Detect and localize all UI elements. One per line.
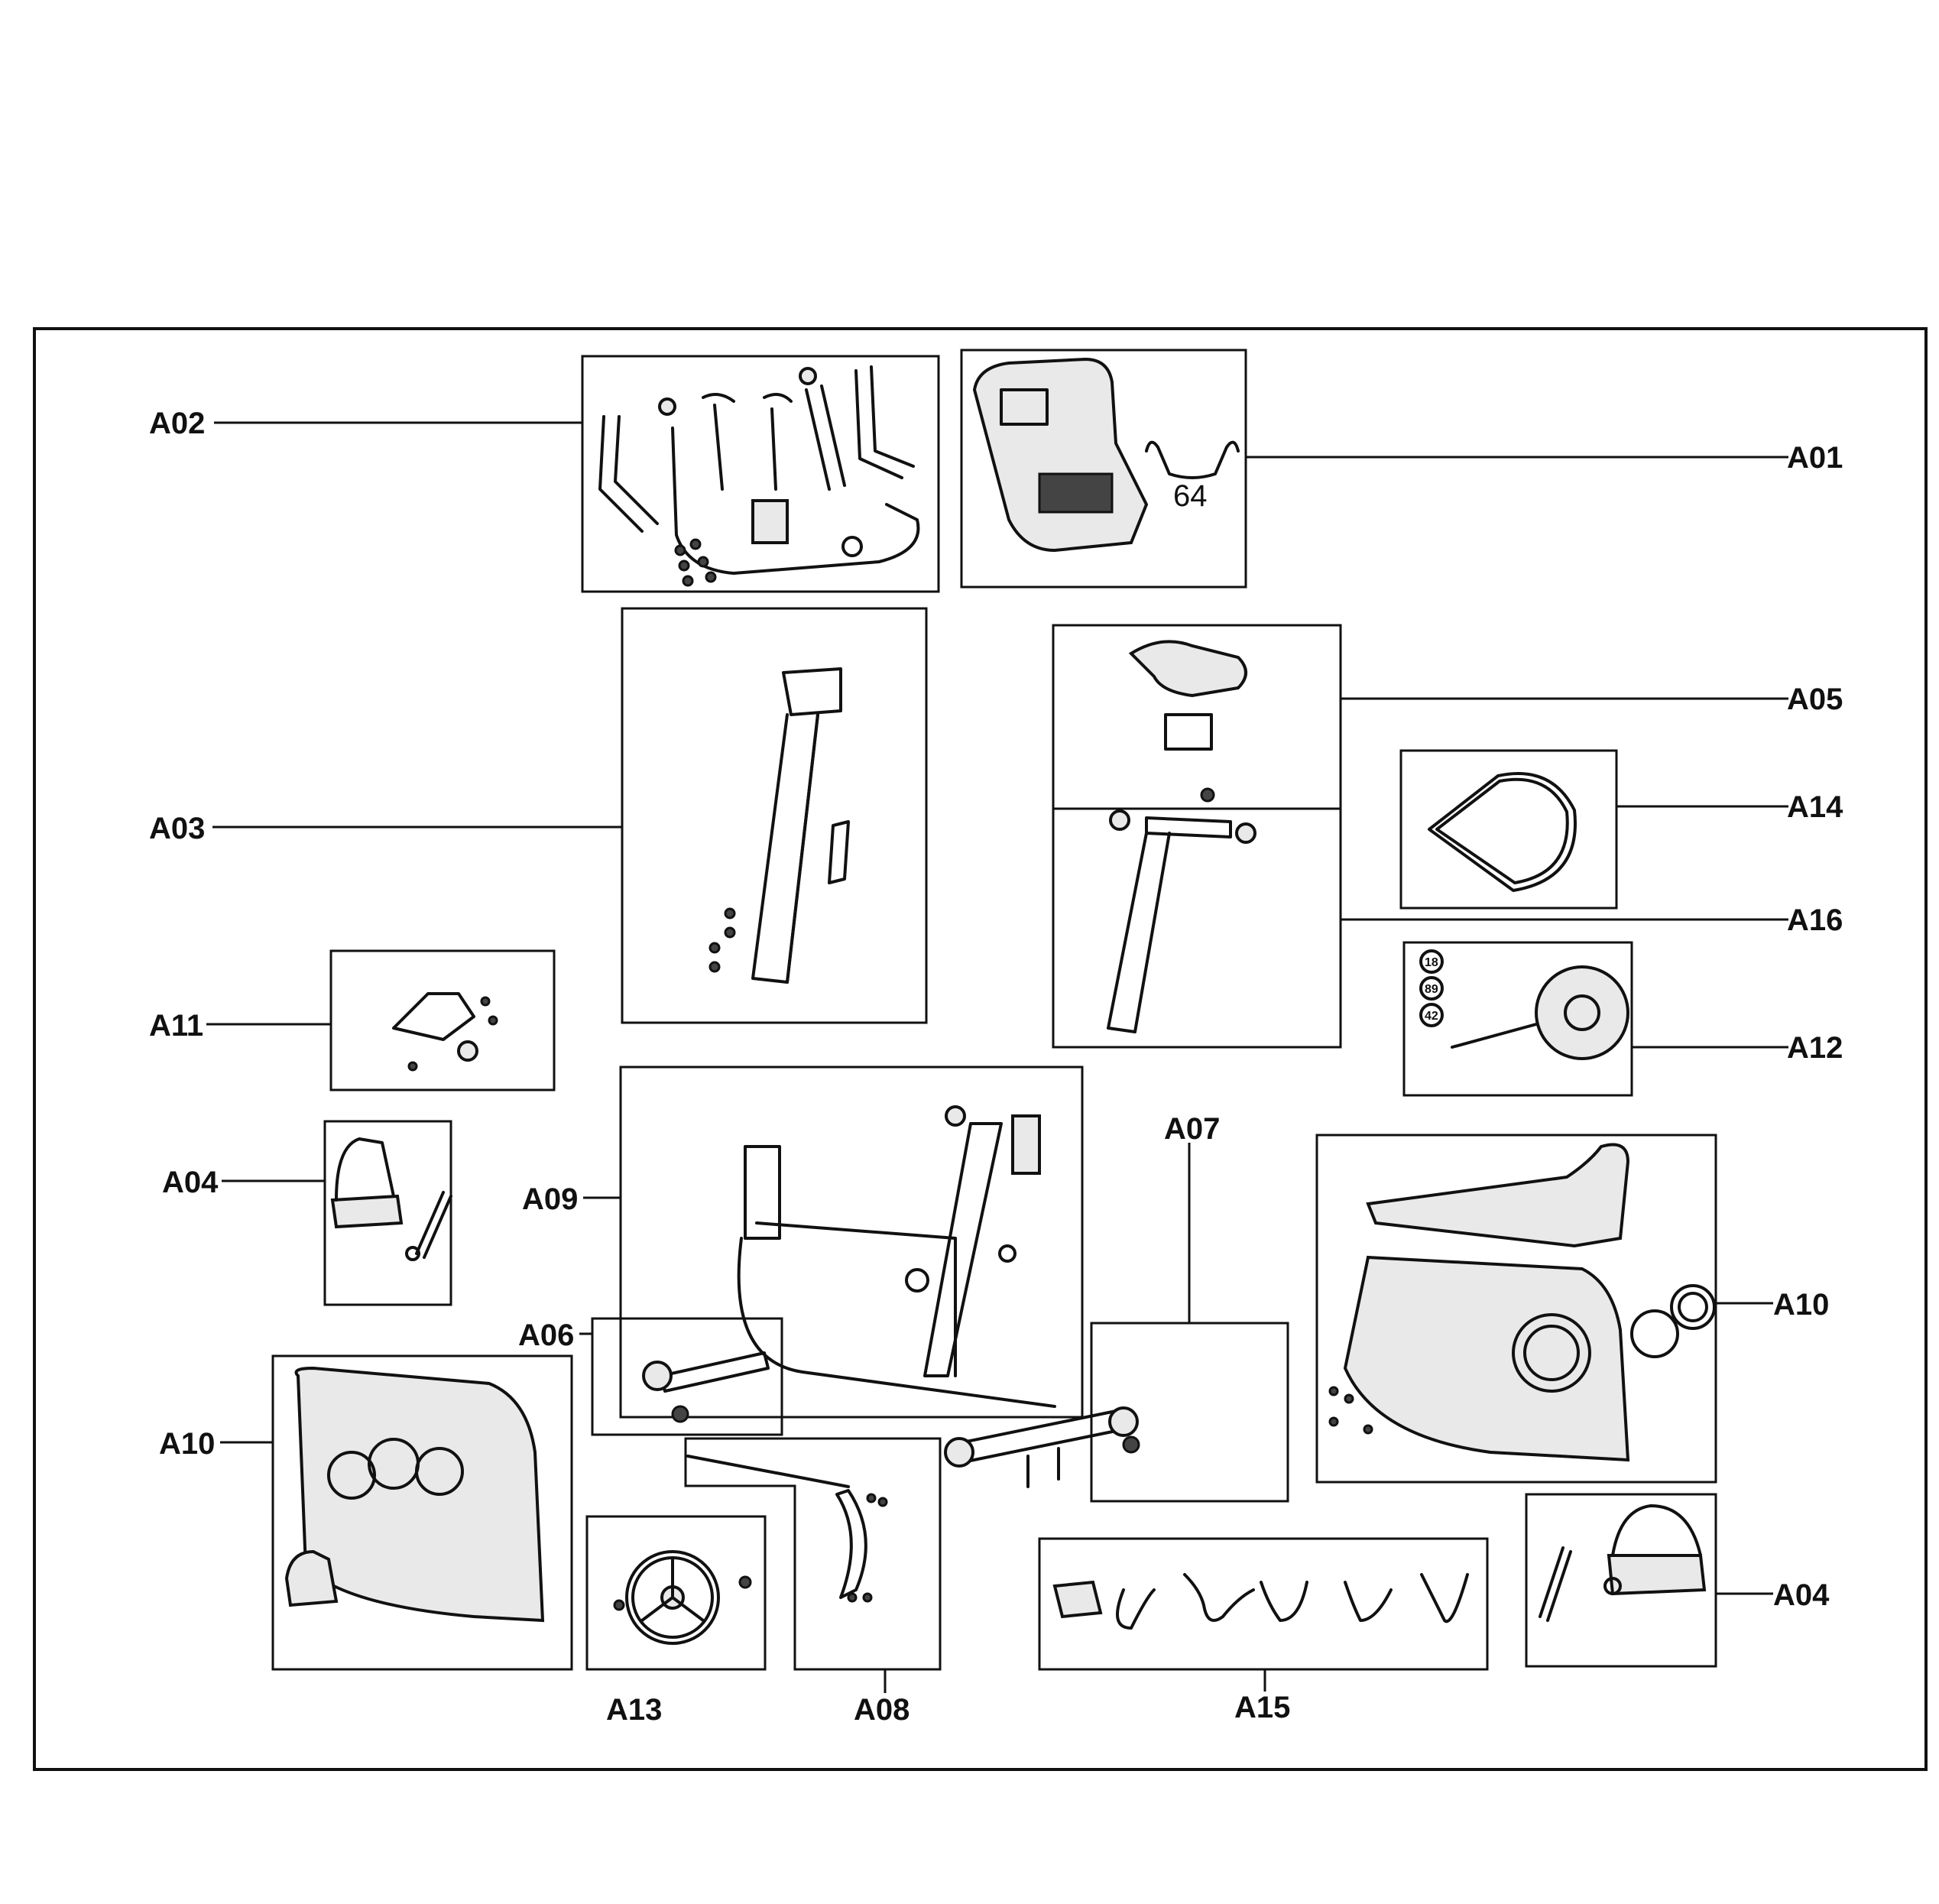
callout-18: 18: [1425, 956, 1438, 969]
label-a04-left: A04: [162, 1166, 219, 1199]
label-a01: A01: [1787, 441, 1843, 475]
label-a05: A05: [1787, 683, 1843, 716]
flywheel-box: [585, 1515, 767, 1671]
label-a12: A12: [1787, 1031, 1843, 1065]
label-a13: A13: [606, 1693, 662, 1727]
label-a03: A03: [149, 812, 205, 845]
seat-slider-box: [1052, 807, 1342, 1049]
handlebar-assembly-box: [581, 355, 940, 593]
callout-64: 64: [1173, 479, 1208, 513]
main-frame-box: [619, 1066, 1084, 1419]
right-cover-box: [1315, 1134, 1717, 1484]
tension-bracket-box: [329, 949, 556, 1091]
diagram-frame: [33, 327, 1928, 1771]
label-a08: A08: [854, 1693, 910, 1727]
rear-stabilizer-box: [944, 1322, 1289, 1503]
label-a11: A11: [149, 1009, 203, 1043]
label-a14: A14: [1787, 790, 1843, 824]
left-cover-box: [271, 1354, 573, 1671]
label-a15: A15: [1234, 1691, 1290, 1724]
label-a09: A09: [522, 1182, 578, 1216]
seat-box: [1052, 624, 1342, 810]
column-box: [621, 607, 928, 1024]
label-a16: A16: [1787, 903, 1843, 937]
pedal-right-box: [1525, 1493, 1717, 1668]
label-a06: A06: [518, 1319, 574, 1352]
pedal-left-box: [323, 1120, 452, 1306]
label-a02: A02: [149, 407, 205, 440]
pulley-box: 18 89 42: [1402, 941, 1633, 1097]
label-a10-right: A10: [1773, 1288, 1829, 1322]
callout-89: 89: [1425, 983, 1438, 996]
belt-box: [1399, 749, 1618, 910]
label-a04-right: A04: [1773, 1578, 1830, 1612]
wiring-box: [1038, 1537, 1489, 1671]
brake-assembly-box: [684, 1437, 942, 1671]
callout-42: 42: [1425, 1010, 1438, 1023]
front-stabilizer-box: [591, 1317, 783, 1436]
label-a10-left: A10: [159, 1427, 215, 1461]
console-box: [960, 349, 1247, 589]
label-a07: A07: [1164, 1112, 1220, 1146]
